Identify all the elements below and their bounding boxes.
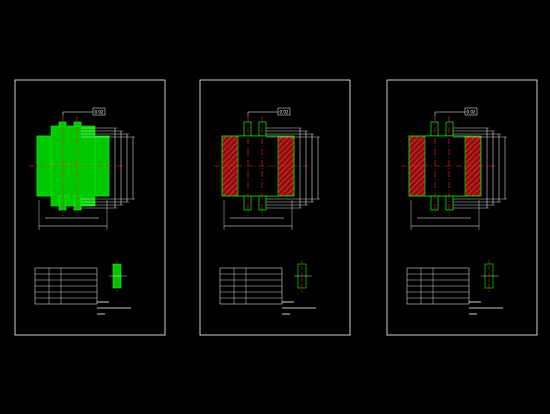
drawing-sheet-2: 0.02 xyxy=(199,79,351,336)
gear-section-view xyxy=(401,116,495,216)
gear-parameter-table xyxy=(219,267,283,305)
tolerance-callout: 0.02 xyxy=(95,110,104,115)
dimension-lines: 0.02 xyxy=(38,107,135,230)
bottom-tooth-left xyxy=(58,195,67,211)
gear-section-view xyxy=(214,116,308,216)
tolerance-callout: 0.02 xyxy=(467,110,476,115)
tooth-detail-view xyxy=(294,260,312,292)
drawing-sheet-3: 0.02 xyxy=(386,79,538,336)
top-tooth-left xyxy=(430,121,439,137)
bottom-tooth-right xyxy=(258,195,267,211)
dimension-lines: 0.02 xyxy=(410,107,507,230)
sheet-border xyxy=(386,79,538,336)
bottom-tooth-left xyxy=(430,195,439,211)
top-tooth-left xyxy=(243,121,252,137)
technical-notes xyxy=(97,301,131,315)
tolerance-callout: 0.02 xyxy=(280,110,289,115)
gear-parameter-table xyxy=(406,267,470,305)
gear-section-view xyxy=(29,116,123,216)
technical-notes xyxy=(469,301,503,315)
drawing-sheet-1: 0.02 xyxy=(14,79,166,336)
bottom-tooth-left xyxy=(243,195,252,211)
tolerance-frame xyxy=(277,107,291,116)
tooth-detail-view xyxy=(109,260,127,292)
top-tooth-right xyxy=(445,121,454,137)
sheet-border xyxy=(199,79,351,336)
tolerance-frame xyxy=(464,107,478,116)
bottom-tooth-right xyxy=(73,195,82,211)
tooth-detail-view xyxy=(481,260,499,292)
bottom-tooth-right xyxy=(445,195,454,211)
top-tooth-right xyxy=(258,121,267,137)
technical-notes xyxy=(282,301,316,315)
gear-parameter-table xyxy=(34,267,98,305)
tolerance-frame xyxy=(92,107,106,116)
sheet-border xyxy=(14,79,166,336)
dimension-lines: 0.02 xyxy=(223,107,320,230)
